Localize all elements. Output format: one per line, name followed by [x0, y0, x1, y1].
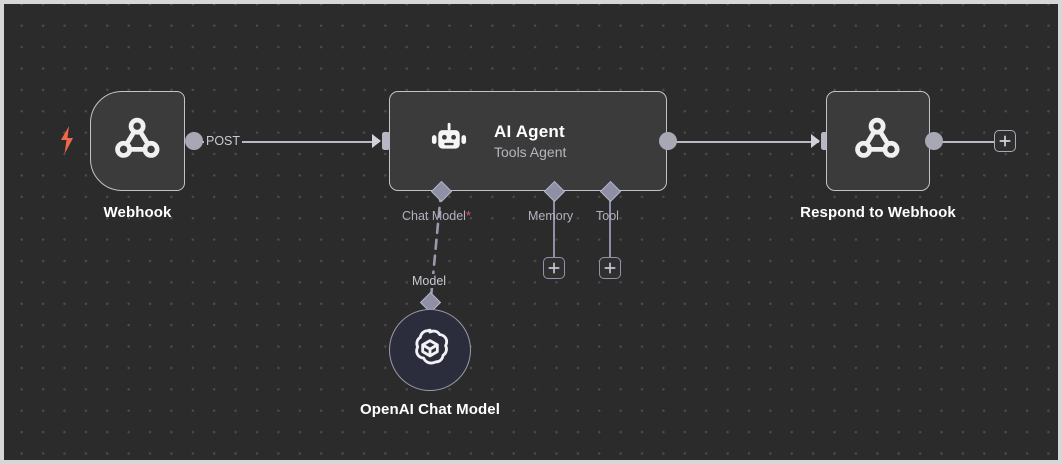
port-chat-model-text: Chat Model	[402, 209, 466, 223]
node-ai-agent[interactable]: AI Agent Tools Agent	[389, 91, 667, 191]
webhook-output-endpoint[interactable]	[185, 132, 203, 150]
edge-chat-model-to-openai[interactable]	[404, 190, 464, 310]
ai-agent-output-endpoint[interactable]	[659, 132, 677, 150]
openai-logo-icon	[408, 326, 452, 375]
webhook-output-label: POST	[204, 134, 243, 148]
ai-agent-subtitle: Tools Agent	[494, 144, 567, 160]
nodes-layer: Webhook POST AI Agent Tools Agent	[4, 4, 1058, 460]
node-openai-label: OpenAI Chat Model	[359, 401, 501, 418]
ai-agent-text-block: AI Agent Tools Agent	[494, 122, 566, 160]
node-respond-label: Respond to Webhook	[800, 204, 956, 221]
respond-output-endpoint[interactable]	[925, 132, 943, 150]
add-node-after-respond-button[interactable]	[994, 130, 1016, 152]
edge-tool-to-add[interactable]	[609, 196, 611, 258]
edge-memory-to-add[interactable]	[553, 196, 555, 258]
node-respond-to-webhook[interactable]	[826, 91, 930, 191]
port-tool-label: Tool	[596, 209, 619, 223]
ai-agent-input-endpoint[interactable]	[370, 130, 394, 152]
port-chat-model-label: Chat Model*	[402, 209, 471, 223]
edge-respond-to-add[interactable]	[934, 141, 996, 143]
canvas-grid-background	[4, 4, 1058, 460]
node-openai-chat-model[interactable]	[389, 309, 471, 391]
lightning-bolt-icon	[58, 125, 76, 155]
edge-ai-agent-to-respond[interactable]	[669, 141, 819, 143]
node-webhook-label: Webhook	[103, 204, 172, 221]
port-chat-model-required-mark: *	[465, 209, 471, 223]
webhook-icon	[851, 112, 905, 171]
port-memory-label: Memory	[528, 209, 574, 223]
edge-webhook-to-ai-agent[interactable]	[194, 141, 376, 143]
ai-agent-title: AI Agent	[494, 122, 565, 141]
add-tool-button[interactable]	[599, 257, 621, 279]
openai-port-label: Model	[410, 274, 449, 288]
node-webhook[interactable]	[90, 91, 185, 191]
webhook-icon	[111, 112, 165, 171]
robot-icon	[426, 116, 472, 167]
add-memory-button[interactable]	[543, 257, 565, 279]
